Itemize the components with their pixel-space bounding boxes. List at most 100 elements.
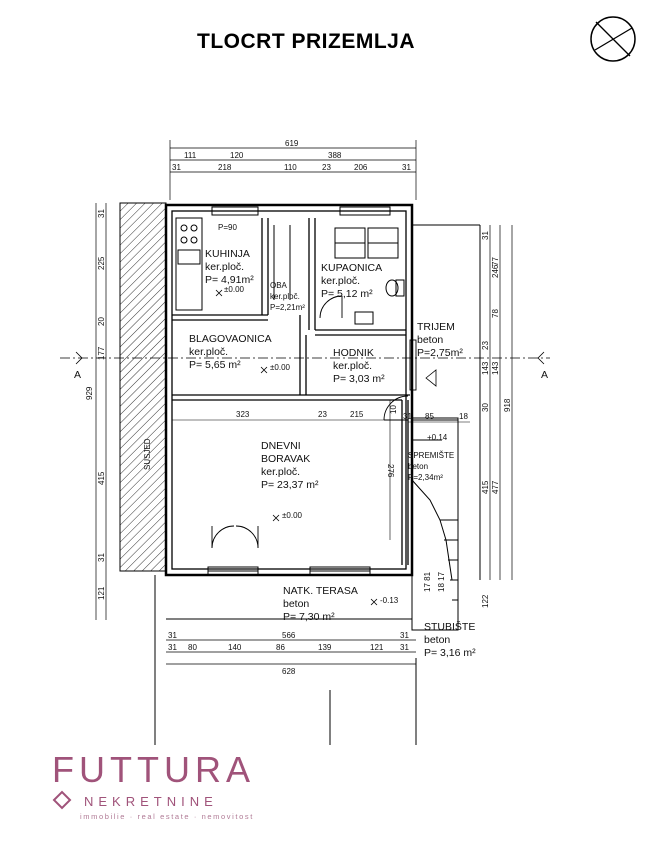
dim-bottom: 31 <box>400 631 409 640</box>
dim-right-total: 918 <box>503 398 512 412</box>
room-name: KUHINJA <box>205 248 250 260</box>
dim-left: 121 <box>97 586 106 600</box>
room-area: P=2,34m² <box>408 473 443 482</box>
room-finish: ker.ploč. <box>270 292 300 301</box>
bottom-dimension-lines <box>166 639 416 665</box>
level-markers <box>215 289 378 606</box>
room-finish: ker.ploč. <box>205 261 244 273</box>
neighbour-label: SUSJED <box>143 438 152 470</box>
dim-bottom: 140 <box>228 643 242 652</box>
dim-left-total: 929 <box>85 386 94 400</box>
room-name: BLAGOVAONICA <box>189 333 272 345</box>
dim-top: 111 <box>184 151 197 160</box>
dim-right: 477 <box>491 480 500 494</box>
dim-top: 110 <box>284 163 297 172</box>
dim-left: 20 <box>97 317 106 326</box>
section-line <box>60 351 550 365</box>
kitchen-counter <box>175 217 203 311</box>
room-name: DNEVNI <box>261 440 301 452</box>
dim-interior: 276 <box>386 464 395 478</box>
interior-walls <box>172 218 410 565</box>
room-name: SPREMIŠTE <box>408 451 454 460</box>
room-finish: ker.ploč. <box>333 360 372 372</box>
dim-interior: 10 <box>389 405 398 414</box>
dim-right: 143 <box>481 361 490 375</box>
dim-top: 23 <box>322 163 331 172</box>
room-area: P= 23,37 m² <box>261 479 319 491</box>
dim-top: 206 <box>354 163 368 172</box>
room-finish: ker.ploč. <box>261 466 300 478</box>
room-name: BORAVAK <box>261 453 310 465</box>
dim-right: 30 <box>481 403 490 412</box>
dim-top-total: 619 <box>285 139 299 148</box>
dim-bottom: 139 <box>318 643 332 652</box>
top-dimension-lines <box>169 140 417 200</box>
brand-logo: FUTTURA <box>52 749 255 790</box>
room-name: STUBIŠTE <box>424 620 475 633</box>
level-label: ±0.00 <box>270 363 291 372</box>
room-finish: beton <box>424 634 450 646</box>
level-label: ±0.00 <box>282 511 303 520</box>
window-label: P=90 <box>218 223 237 232</box>
neighbour-wall <box>119 202 167 572</box>
dim-interior: 18 17 <box>437 571 446 592</box>
staircase <box>411 417 459 631</box>
dim-left: 225 <box>97 256 106 270</box>
dim-right: 122 <box>481 594 490 608</box>
dim-bottom: 31 <box>168 631 177 640</box>
room-area: P= 4,91m² <box>205 274 254 286</box>
dim-interior: 17 81 <box>423 571 432 592</box>
level-label: -0.13 <box>380 596 399 605</box>
room-name: OBA <box>270 281 288 290</box>
dim-right: 77 <box>491 257 500 266</box>
room-spremiste: SPREMIŠTE beton P=2,34m² <box>408 451 454 482</box>
level-label: +0.14 <box>427 433 448 442</box>
dim-bottom: 86 <box>276 643 285 652</box>
room-dnevni-boravak: DNEVNI BORAVAK ker.ploč. P= 23,37 m² <box>261 440 319 491</box>
page-title: TLOCRT PRIZEMLJA <box>197 30 415 53</box>
dim-interior: 31 <box>403 412 412 421</box>
dim-left: 415 <box>97 471 106 485</box>
dim-top: 31 <box>402 163 411 172</box>
room-hodnik: HODNIK ker.ploč. P= 3,03 m² <box>333 347 385 385</box>
windows <box>207 206 391 576</box>
room-name: TRIJEM <box>417 321 455 333</box>
room-trijem: TRIJEM beton P=2,75m² <box>417 321 463 359</box>
room-name: KUPAONICA <box>321 262 382 274</box>
dim-bottom-total: 628 <box>282 667 296 676</box>
dim-interior: 85 <box>425 412 434 421</box>
room-name: HODNIK <box>333 347 374 359</box>
dim-interior: 323 <box>236 410 250 419</box>
dim-left: 177 <box>97 346 106 360</box>
right-dimension-lines <box>489 225 513 580</box>
dim-left: 31 <box>97 553 106 562</box>
room-finish: beton <box>408 462 428 471</box>
brand-tagline: immobilie · real estate · nemovitost <box>80 812 254 821</box>
level-label: ±0.00 <box>224 285 245 294</box>
room-area: P= 3,03 m² <box>333 373 385 385</box>
dim-top: 120 <box>230 151 244 160</box>
room-name: NATK. TERASA <box>283 585 358 597</box>
room-area: P=2,75m² <box>417 347 463 359</box>
room-area: P= 5,12 m² <box>321 288 373 300</box>
dim-right: 143 <box>491 361 500 375</box>
dim-interior: 23 <box>318 410 327 419</box>
room-area: P= 5,65 m² <box>189 359 241 371</box>
room-finish: beton <box>417 334 443 346</box>
room-area: P=2,21m² <box>270 303 305 312</box>
room-stubiste: STUBIŠTE beton P= 3,16 m² <box>424 620 476 659</box>
dim-bottom: 80 <box>188 643 197 652</box>
dim-left: 31 <box>97 209 106 218</box>
dim-right: 246 <box>491 264 500 278</box>
section-label-left: A <box>74 369 81 381</box>
arrow-icon <box>425 369 437 387</box>
terrace-outline <box>154 224 481 745</box>
dim-bottom: 121 <box>370 643 384 652</box>
room-finish: beton <box>283 598 309 610</box>
room-blagovaonica: BLAGOVAONICA ker.ploč. P= 5,65 m² <box>189 333 272 371</box>
dim-top: 218 <box>218 163 232 172</box>
house-logo-icon <box>52 790 72 810</box>
room-area: P= 7,30 m² <box>283 611 335 623</box>
section-label-right: A <box>541 369 548 381</box>
